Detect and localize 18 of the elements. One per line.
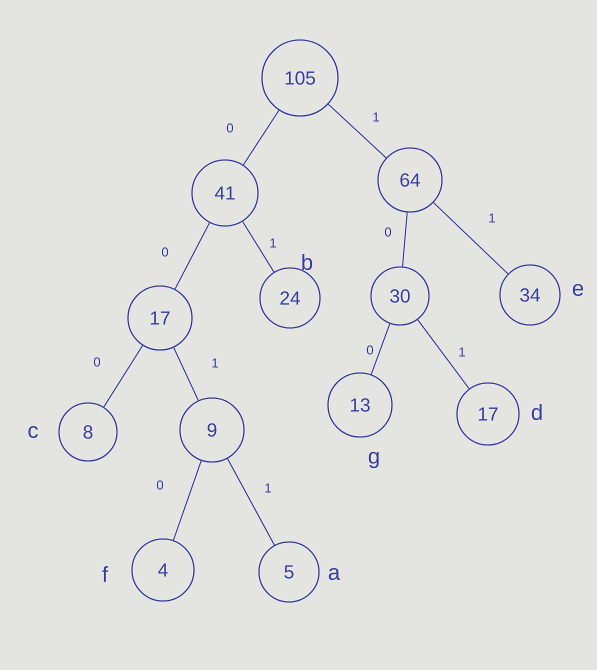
leaf-letter: d xyxy=(532,404,542,420)
tree-edge xyxy=(402,212,408,266)
tree-edge xyxy=(227,458,275,546)
tree-edge xyxy=(370,324,390,375)
tree-edge xyxy=(417,319,470,389)
tree-edge xyxy=(103,345,144,408)
tree-edge xyxy=(433,202,508,274)
tree-edge xyxy=(173,347,199,401)
leaf-letter: a xyxy=(328,568,340,580)
tree-edge xyxy=(242,110,280,166)
leaf-letter: c xyxy=(28,426,38,438)
tree-edge xyxy=(172,460,202,540)
leaf-letter: f xyxy=(102,566,108,582)
tree-edge xyxy=(174,222,210,290)
tree-edge xyxy=(242,221,274,272)
leaf-letter: e xyxy=(572,284,584,296)
leaf-letter: g xyxy=(368,452,379,468)
tree-edge xyxy=(328,104,386,158)
